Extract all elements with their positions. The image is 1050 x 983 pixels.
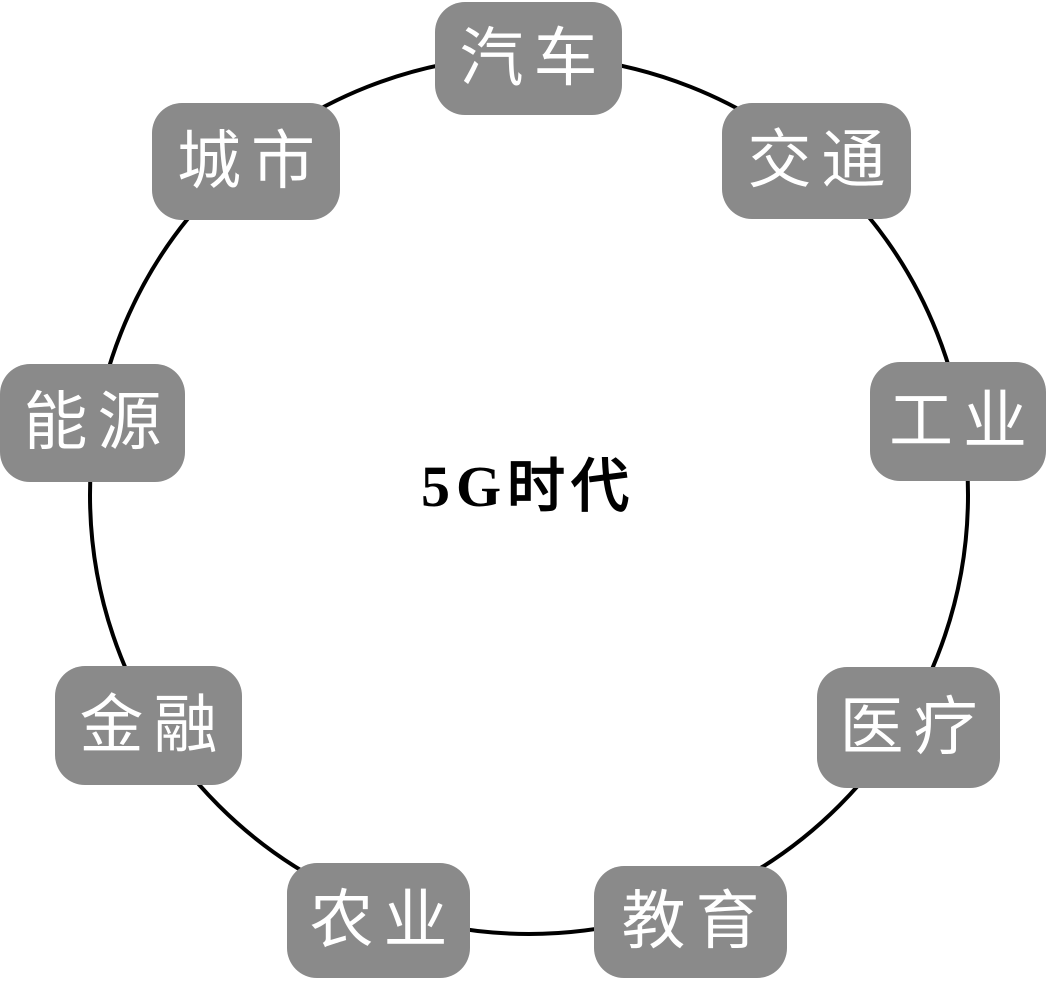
node-healthcare: 医疗 — [817, 667, 1000, 788]
node-transportation: 交通 — [722, 103, 911, 219]
node-city-label: 城市 — [177, 125, 325, 197]
node-energy-label: 能源 — [23, 387, 172, 458]
node-transportation-label: 交通 — [747, 125, 896, 196]
node-agriculture: 农业 — [287, 863, 470, 978]
node-finance-label: 金融 — [79, 689, 228, 761]
node-agriculture-label: 农业 — [309, 884, 458, 956]
node-city: 城市 — [152, 103, 340, 220]
node-education-label: 教育 — [621, 886, 770, 957]
node-automotive-label: 汽车 — [459, 22, 608, 94]
node-finance: 金融 — [55, 666, 242, 785]
center-label: 5G时代 — [420, 454, 636, 519]
node-energy: 能源 — [0, 364, 185, 482]
node-industry-label: 工业 — [889, 385, 1037, 457]
node-industry: 工业 — [870, 362, 1046, 481]
node-automotive: 汽车 — [435, 2, 622, 115]
node-healthcare-label: 医疗 — [839, 691, 988, 763]
node-education: 教育 — [594, 866, 787, 978]
